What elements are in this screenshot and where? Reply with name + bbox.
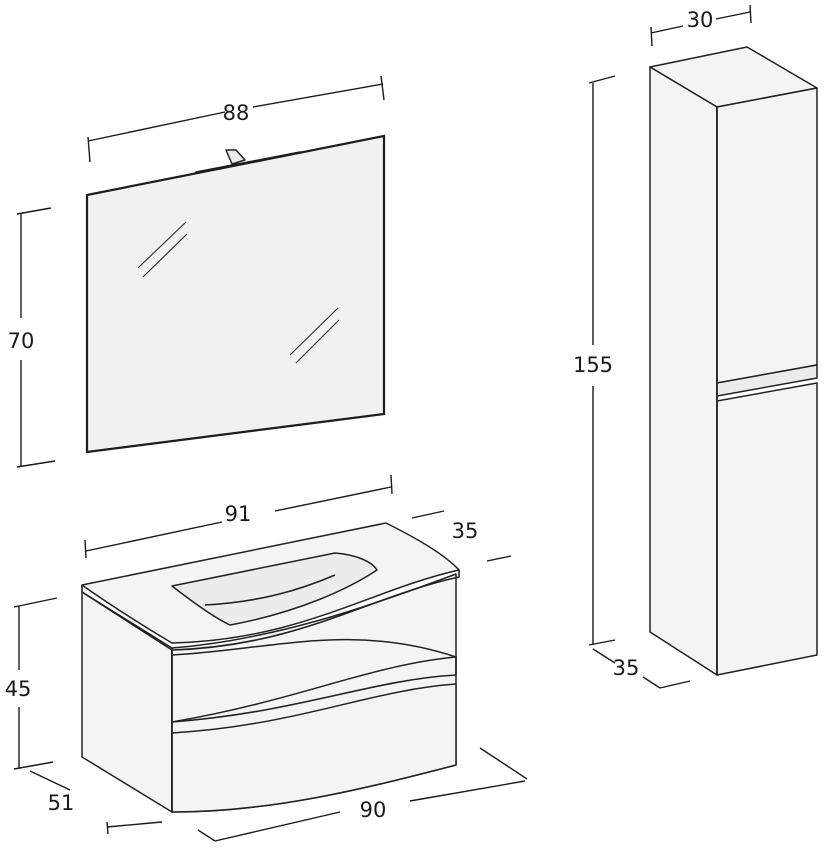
column-depth-dimension: 35 bbox=[592, 648, 691, 689]
column-upper-door bbox=[716, 87, 818, 384]
vanity-side-depth-dimension: 51 bbox=[29, 770, 163, 835]
tall-column-cabinet: 30 155 35 bbox=[573, 4, 818, 689]
vanity-height-dimension: 45 bbox=[5, 597, 58, 770]
column-lower-door bbox=[716, 382, 818, 676]
mirror-width-label: 88 bbox=[223, 101, 250, 125]
vanity-unit: 91 35 45 bbox=[5, 474, 528, 842]
column-width-dimension: 30 bbox=[650, 4, 752, 47]
vanity-side-depth-label: 51 bbox=[48, 791, 75, 815]
column-height-label: 155 bbox=[573, 353, 613, 377]
mirror-reflection-marks bbox=[137, 221, 340, 364]
mirror-height-label: 70 bbox=[8, 329, 35, 353]
vanity-top-width-dimension: 91 bbox=[84, 474, 393, 559]
vanity-top-depth-label: 35 bbox=[452, 519, 479, 543]
column-depth-label: 35 bbox=[613, 656, 640, 680]
mirror: 88 70 bbox=[8, 75, 386, 468]
vanity-base-width-label: 90 bbox=[360, 798, 387, 822]
mirror-glass bbox=[85, 134, 386, 454]
vanity-base-width-dimension: 90 bbox=[197, 747, 528, 842]
vanity-top-depth-dimension: 35 bbox=[411, 510, 512, 562]
mirror-height-dimension: 70 bbox=[8, 207, 56, 468]
vanity-basin bbox=[171, 552, 378, 626]
column-height-dimension: 155 bbox=[573, 75, 616, 646]
vanity-top-width-label: 91 bbox=[225, 502, 252, 526]
column-width-label: 30 bbox=[687, 8, 714, 32]
vanity-bottom-drawer bbox=[171, 683, 457, 813]
vanity-height-label: 45 bbox=[5, 677, 32, 701]
column-side-panel bbox=[649, 66, 718, 676]
mirror-width-dimension: 88 bbox=[87, 75, 385, 163]
